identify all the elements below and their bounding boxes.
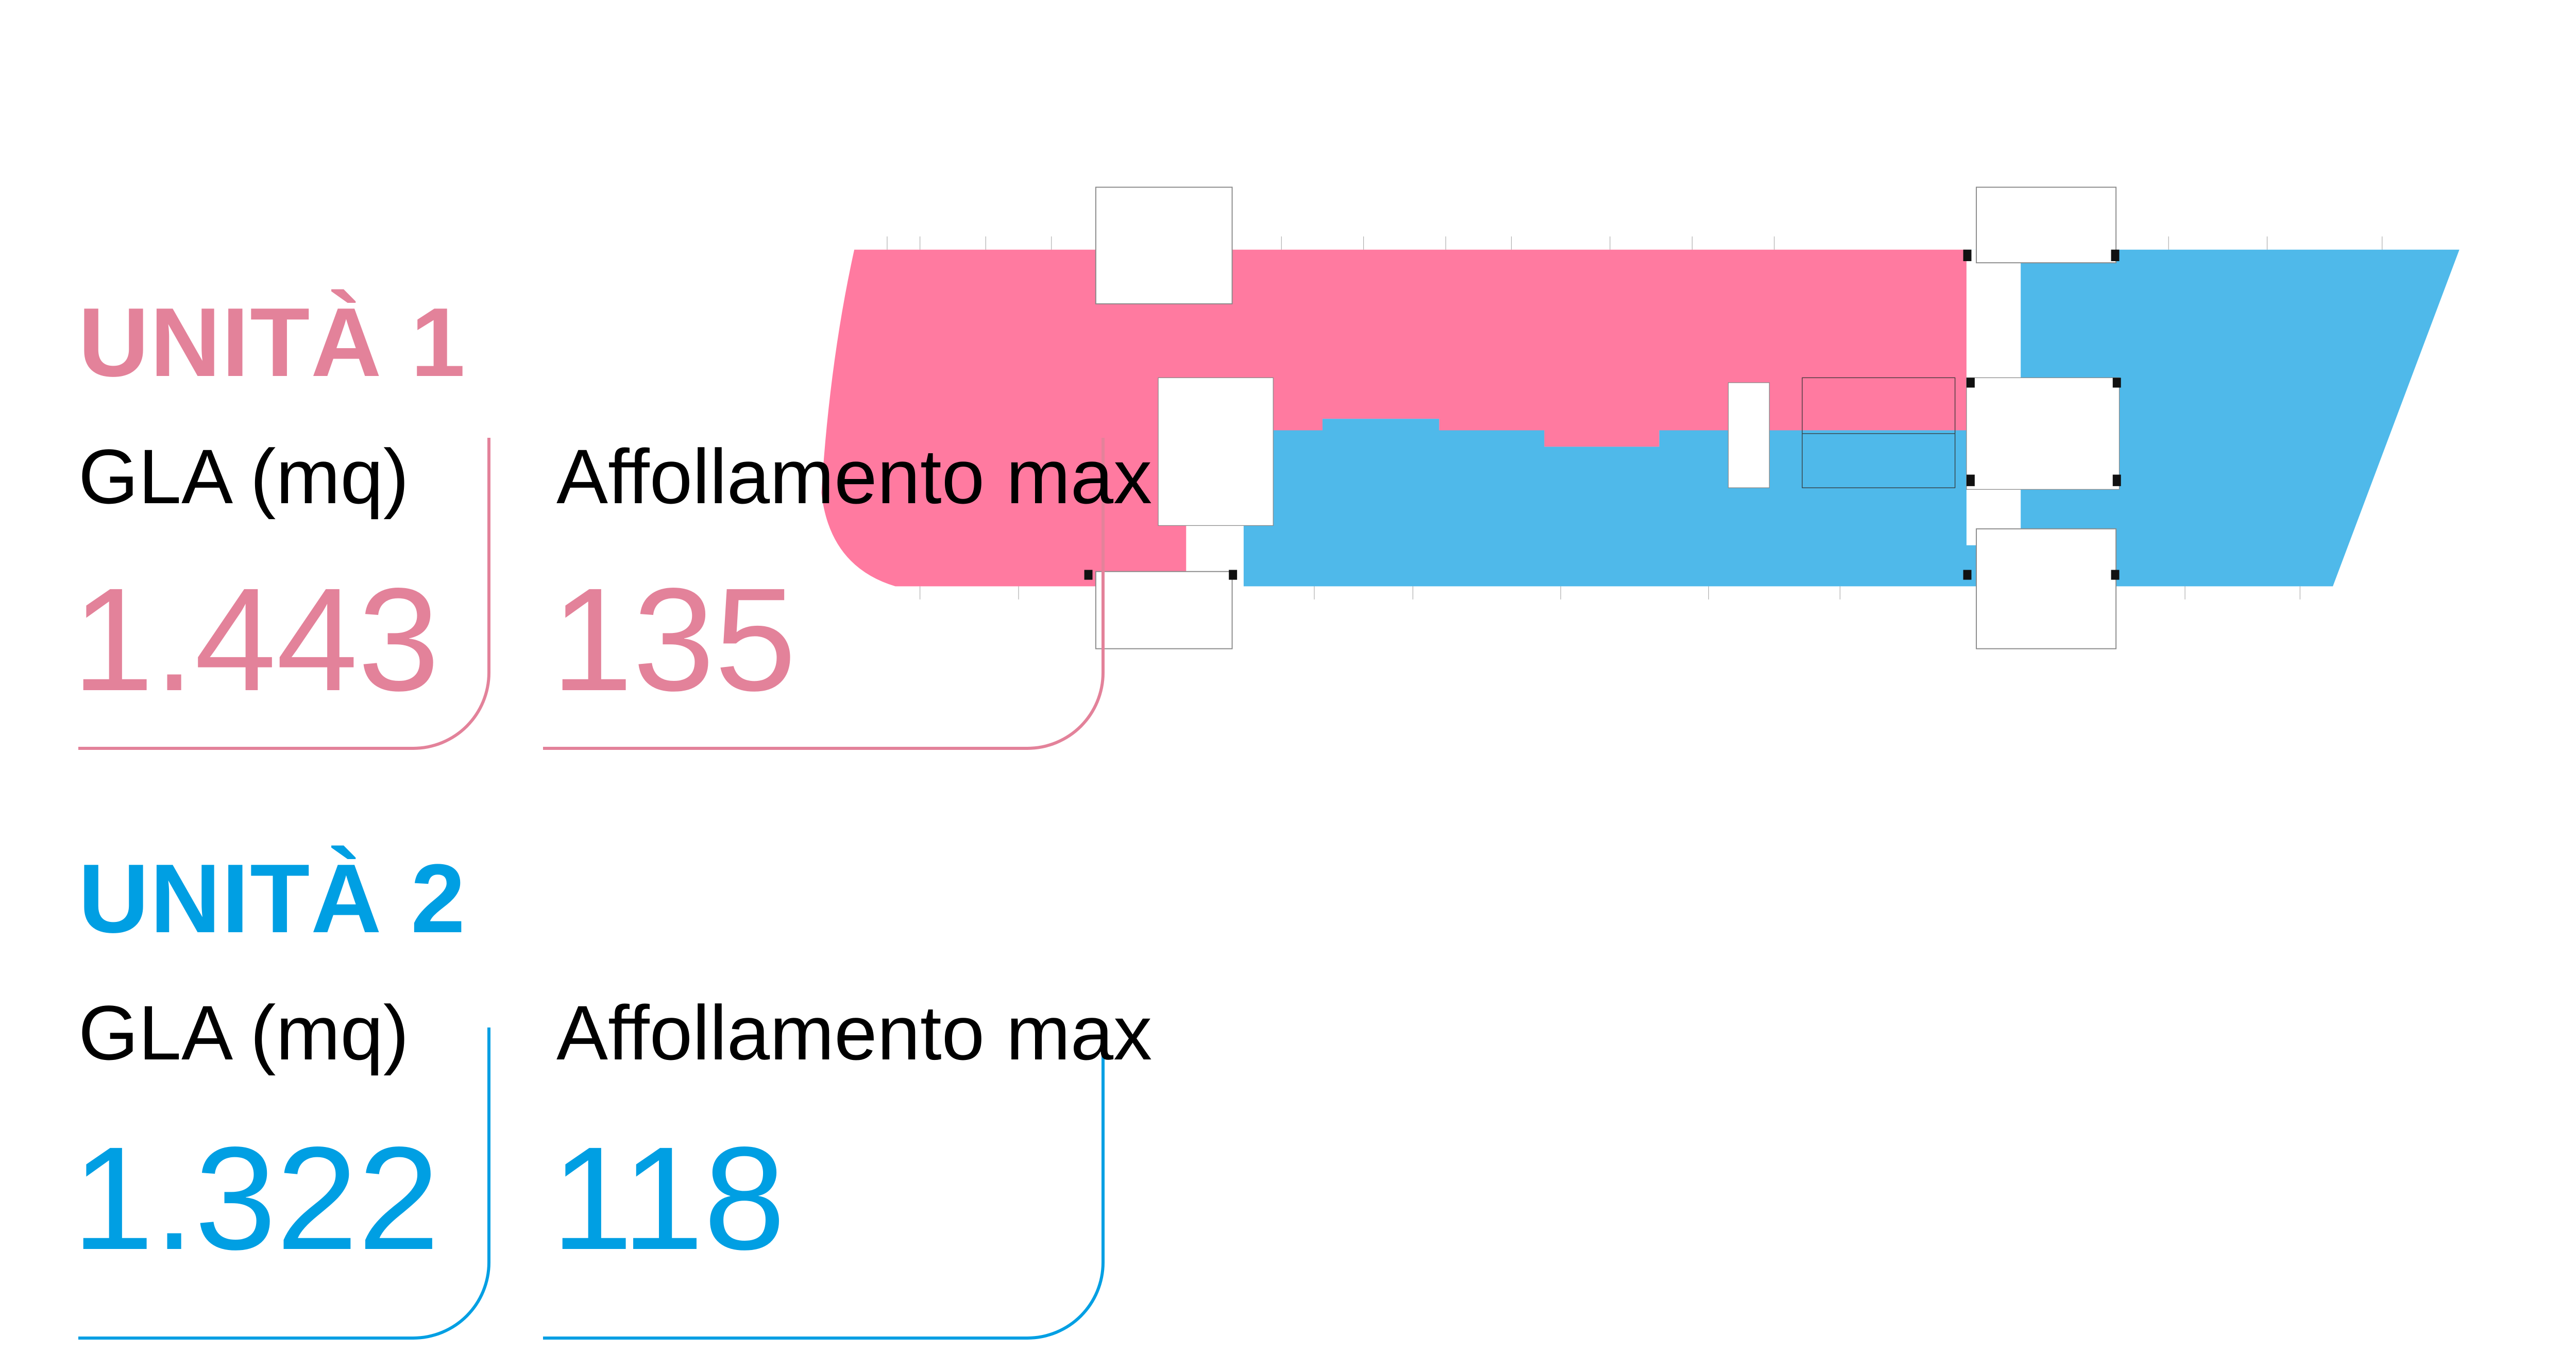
restrooms: [1802, 377, 1956, 488]
unit-1-occupancy-card: [543, 438, 1105, 750]
unit-1-gla-card: [78, 438, 490, 750]
stair-bottom-left: [1095, 571, 1233, 649]
columns: [1084, 249, 2121, 580]
unit-2-occupancy-label: Affollamento max: [556, 989, 1153, 1076]
unit-2-area[interactable]: [1243, 249, 2460, 587]
stairs: [1095, 186, 2117, 649]
stair-top-left: [1095, 186, 1233, 304]
lift-core-right: [1966, 377, 2120, 490]
unit-2-occupancy-value: 118: [551, 1117, 786, 1280]
unit-1-occupancy-label: Affollamento max: [556, 433, 1153, 520]
cores: [1158, 249, 2120, 545]
lift-core-left: [1158, 377, 1274, 526]
unit-2-gla-value: 1.322: [72, 1117, 440, 1280]
unit-1-gla-label: GLA (mq): [78, 433, 409, 520]
unit-1-gla-value: 1.443: [72, 558, 440, 722]
stair-top-right: [1976, 186, 2117, 264]
unit-2-title: UNITÀ 2: [78, 844, 466, 953]
unit-2-gla-card: [78, 1027, 490, 1340]
unit-2-occupancy-card: [543, 1027, 1105, 1340]
stair-bottom-right: [1976, 528, 2117, 649]
lift-core-center: [1727, 382, 1770, 488]
unit-1-area[interactable]: [821, 249, 1967, 587]
unit-2-gla-label: GLA (mq): [78, 989, 409, 1076]
unit-1-occupancy-value: 135: [551, 558, 796, 722]
unit-1-title: UNITÀ 1: [78, 288, 466, 397]
